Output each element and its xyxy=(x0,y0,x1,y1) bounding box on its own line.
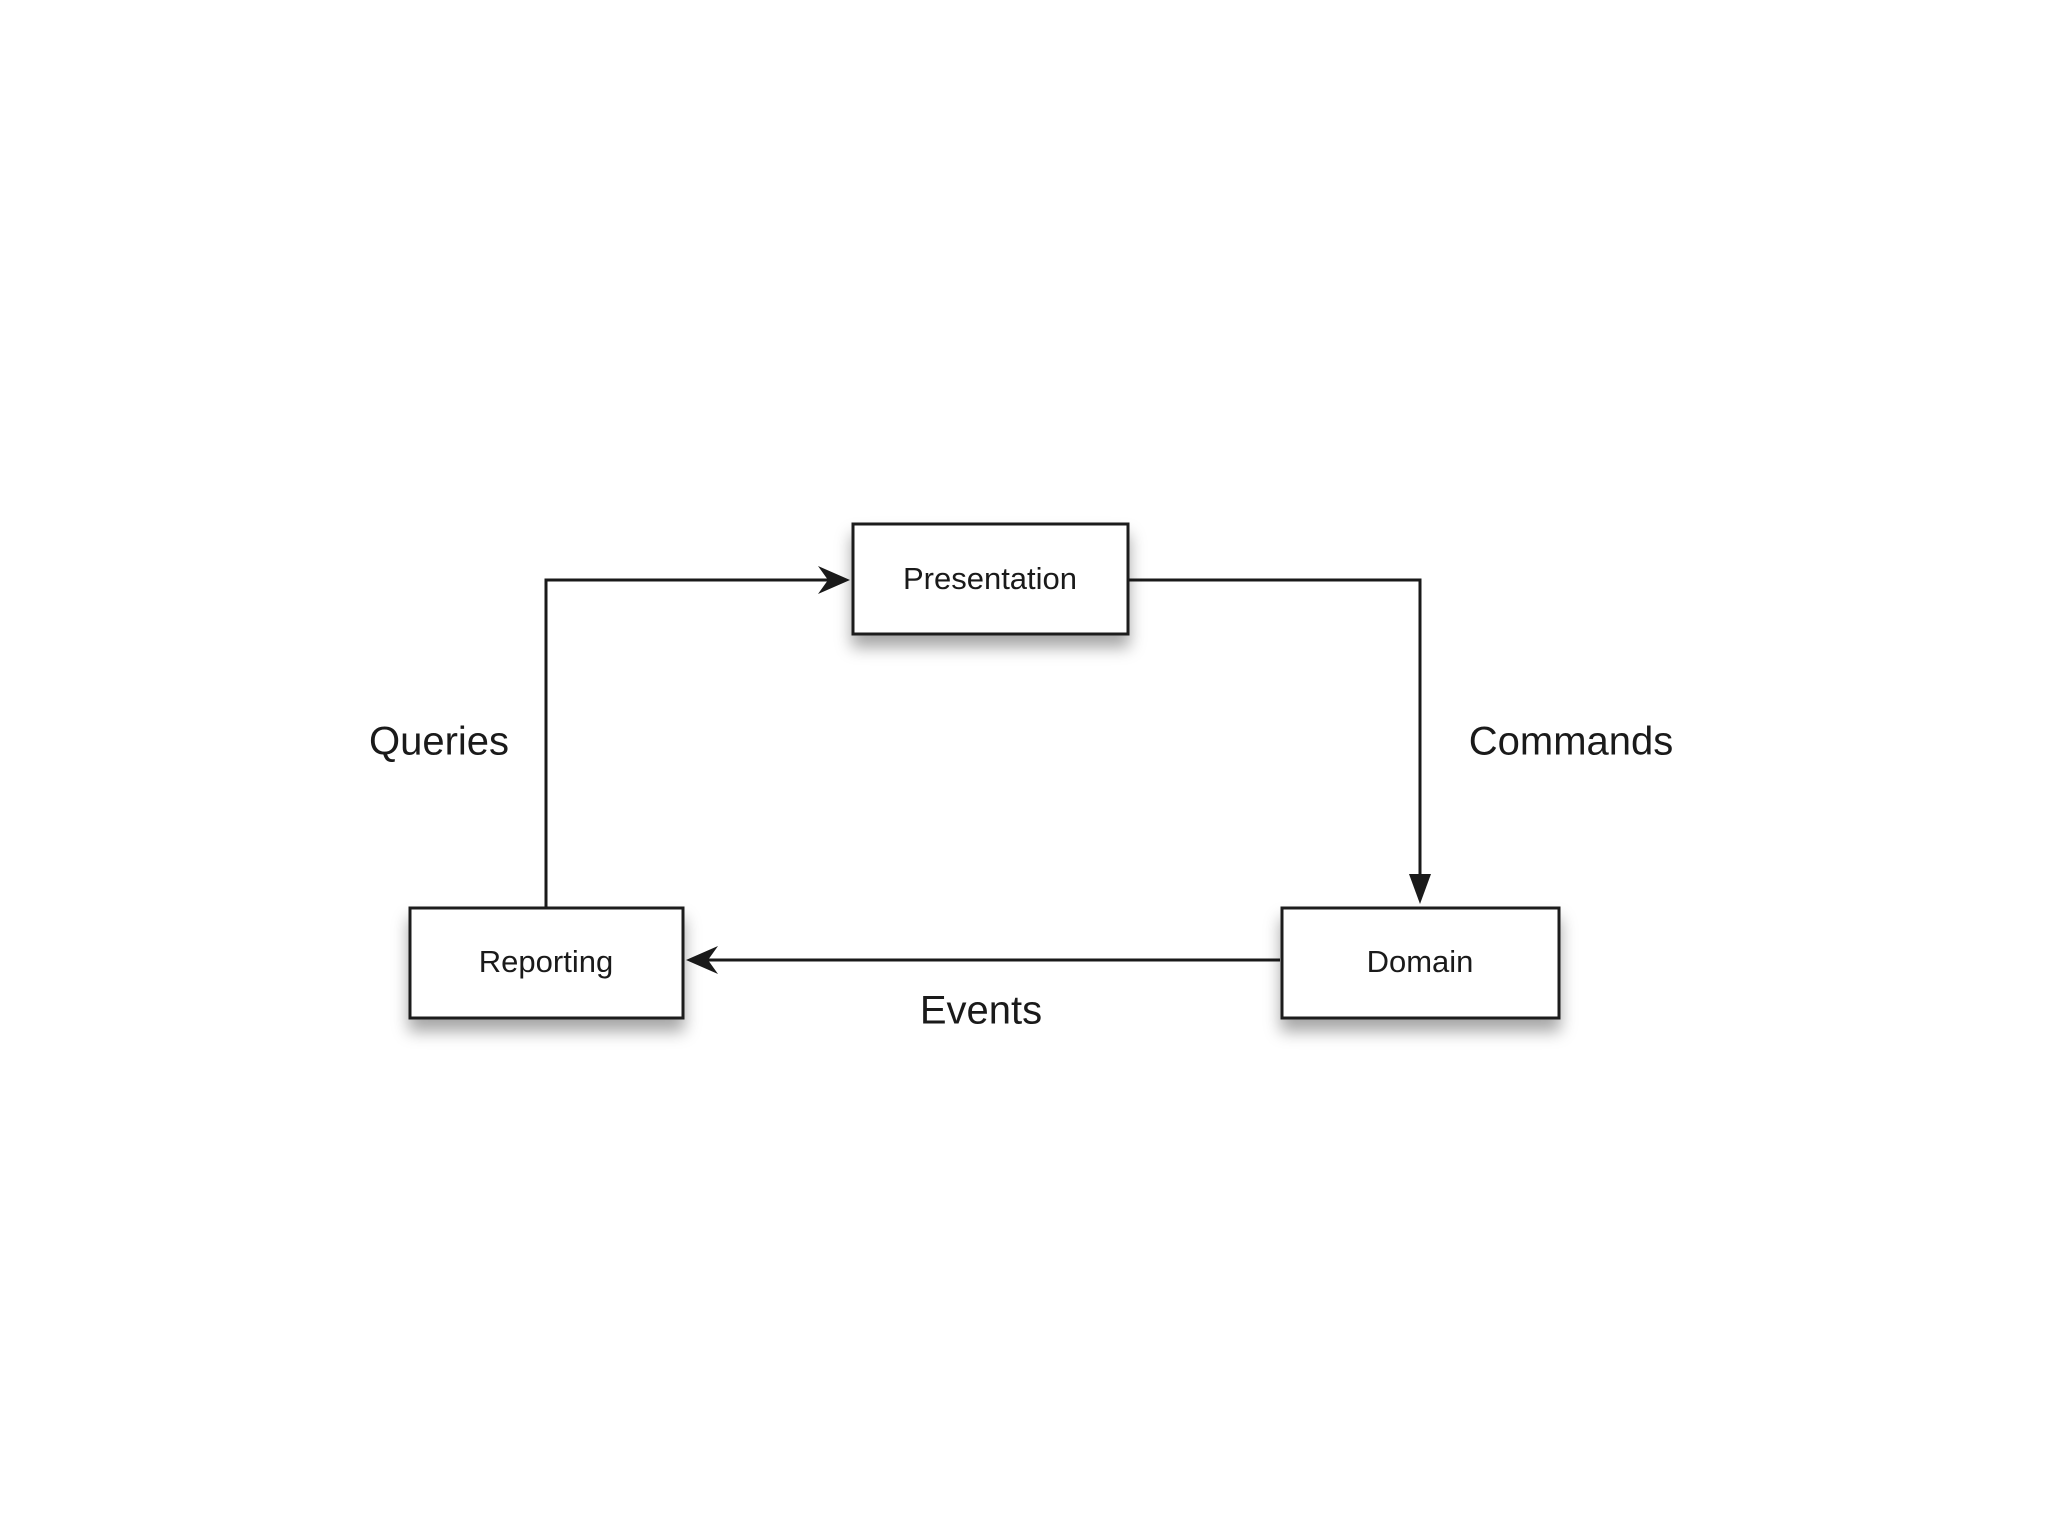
node-presentation: Presentation xyxy=(851,522,1130,636)
edge-commands xyxy=(1128,578,1431,904)
presentation-box xyxy=(851,522,1130,636)
events-label: Events xyxy=(920,989,1042,1033)
domain-label: Domain xyxy=(1367,944,1474,979)
reporting-label: Reporting xyxy=(479,944,613,979)
events-arrow-head xyxy=(686,946,718,974)
presentation-label: Presentation xyxy=(903,561,1077,596)
commands-arrow-head xyxy=(1409,874,1431,904)
queries-connector xyxy=(544,578,828,908)
edge-events xyxy=(686,946,1280,974)
domain-box xyxy=(1280,906,1561,1020)
queries-arrow-head xyxy=(818,566,850,594)
queries-label: Queries xyxy=(369,720,509,764)
edge-queries xyxy=(544,566,850,908)
node-reporting: Reporting xyxy=(408,906,685,1020)
node-domain: Domain xyxy=(1280,906,1561,1020)
reporting-box xyxy=(408,906,685,1020)
commands-connector xyxy=(1128,578,1422,874)
commands-label: Commands xyxy=(1469,720,1674,764)
